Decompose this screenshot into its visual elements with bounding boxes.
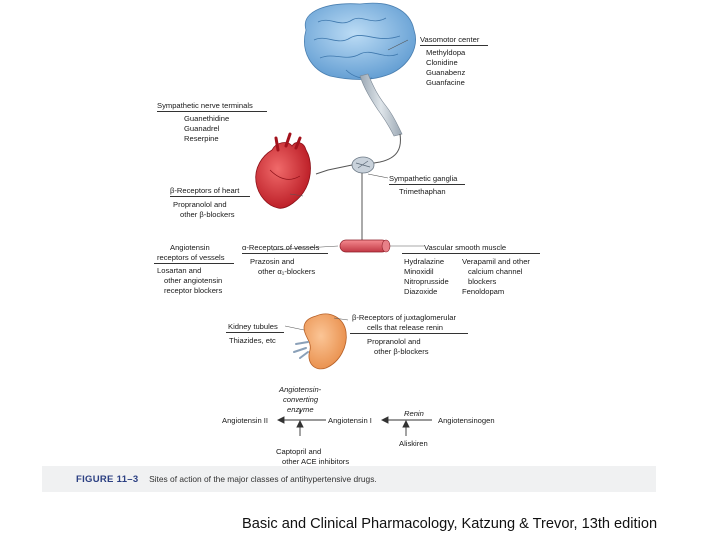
beta-jg-title-1: β-Receptors of juxtaglomerular [352,313,456,322]
angiotensin-i-label: Angiotensin I [328,416,372,425]
beta-heart-drug-1: Propranolol and [173,200,227,209]
kidney-tubules-rule [226,332,284,333]
captopril-label-2: other ACE inhibitors [282,457,350,466]
beta-jg-rule [350,333,468,334]
aliskiren-label: Aliskiren [399,439,428,448]
drug-clonidine: Clonidine [426,58,458,67]
source-credit: Basic and Clinical Pharmacology, Katzung… [242,516,658,532]
drug-guanfacine: Guanfacine [426,78,465,87]
ganglion-icon [351,156,375,174]
drug-nitroprusside: Nitroprusside [404,277,449,286]
beta-jg-title-2: cells that release renin [367,323,443,332]
drug-hydralazine: Hydralazine [404,257,445,266]
angiotensin-receptors-title-2: receptors of vessels [157,253,225,262]
angiotensin-receptors-title-1: Angiotensin [170,243,210,252]
figure-number: FIGURE 11–3 [76,474,139,485]
ace-label-2: converting [283,395,319,404]
alpha-vessels-title: α-Receptors of vessels [242,243,320,252]
drug-reserpine: Reserpine [184,134,219,143]
drug-fenoldopam: Fenoldopam [462,287,505,296]
drug-guanadrel: Guanadrel [184,124,220,133]
vasomotor-rule [420,45,488,46]
heart-icon [255,132,311,209]
drug-minoxidil: Minoxidil [404,267,434,276]
drug-diazoxide: Diazoxide [404,287,438,296]
figure-caption: FIGURE 11–3 Sites of action of the major… [76,474,377,485]
drug-thiazides: Thiazides, etc [229,336,276,345]
angiotensin-ii-label: Angiotensin II [222,416,269,425]
spinal-cord [359,73,403,137]
drug-blockers: blockers [468,277,497,286]
smooth-muscle-title: Vascular smooth muscle [424,243,507,252]
drug-losartan: Losartan and [157,266,202,275]
drug-methyldopa: Methyldopa [426,48,466,57]
vasomotor-title: Vasomotor center [420,35,480,44]
kidney-tubules-title: Kidney tubules [228,322,278,331]
drug-trimethaphan: Trimethaphan [399,187,446,196]
drug-other-arbs: other angiotensin [164,276,223,285]
sympathetic-terminals-rule [157,111,267,112]
drug-guanabenz: Guanabenz [426,68,466,77]
figure-caption-text: Sites of action of the major classes of … [149,474,377,484]
beta-heart-title: β-Receptors of heart [170,186,240,195]
beta-jg-drug-1: Propranolol and [367,337,421,346]
angiotensinogen-label: Angiotensinogen [438,416,495,425]
raas-arrows [276,409,432,436]
beta-jg-drug-2: other β-blockers [374,347,429,356]
drug-calcium-channel: calcium channel [468,267,523,276]
ace-label-3: enzyme [287,405,314,414]
drug-guanethidine: Guanethidine [184,114,230,123]
captopril-label-1: Captopril and [276,447,322,456]
nerve-fiber [367,133,401,165]
blood-vessel-icon [339,239,391,253]
nerve-to-heart [315,164,353,175]
kidney-icon [293,313,347,370]
drug-receptor-blockers: receptor blockers [164,286,223,295]
caption-band [42,466,656,492]
sympathetic-terminals-title: Sympathetic nerve terminals [157,101,253,110]
brain-icon [304,2,416,80]
beta-heart-rule [170,196,250,197]
ganglia-rule [389,184,465,185]
drug-alpha-blockers: other α₁-blockers [258,267,316,276]
drug-prazosin: Prazosin and [250,257,295,266]
angiotensin-receptors-rule [154,263,234,264]
beta-heart-drug-2: other β-blockers [180,210,235,219]
renin-label: Renin [404,409,424,418]
drug-verapamil: Verapamil and other [462,257,530,266]
alpha-vessels-rule [242,253,328,254]
ace-label-1: Angiotensin- [279,385,322,394]
ganglia-title: Sympathetic ganglia [389,174,458,183]
smooth-muscle-rule [402,253,540,254]
